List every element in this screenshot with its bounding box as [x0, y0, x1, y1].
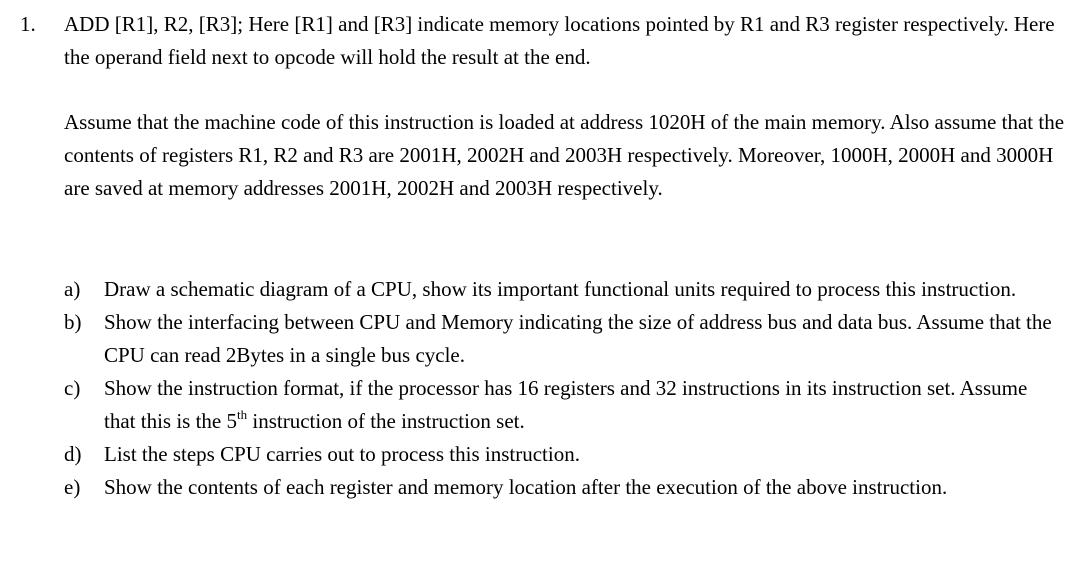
- sub-question-text: List the steps CPU carries out to proces…: [104, 442, 580, 466]
- sub-question-label: b): [64, 310, 82, 334]
- sub-question-b: b) Show the interfacing between CPU and …: [64, 306, 1064, 372]
- sub-question-text: Show the interfacing between CPU and Mem…: [104, 310, 1052, 367]
- sub-question-d: d) List the steps CPU carries out to pro…: [64, 438, 1064, 471]
- sub-question-c: c) Show the instruction format, if the p…: [64, 372, 1064, 438]
- sub-question-text: Show the contents of each register and m…: [104, 475, 948, 499]
- question-assumptions: Assume that the machine code of this ins…: [64, 110, 1065, 200]
- sub-question-label: d): [64, 442, 82, 466]
- sub-question-label: c): [64, 376, 81, 400]
- sub-question-text: Draw a schematic diagram of a CPU, show …: [104, 277, 1017, 301]
- sub-question-text-after: instruction of the instruction set.: [247, 409, 525, 433]
- sub-question-label: e): [64, 475, 81, 499]
- sub-question-label: a): [64, 277, 81, 301]
- sub-question-a: a) Draw a schematic diagram of a CPU, sh…: [64, 273, 1064, 306]
- question-body: ADD [R1], R2, [R3]; Here [R1] and [R3] i…: [64, 8, 1064, 205]
- question-number: 1.: [20, 12, 36, 36]
- ordinal-superscript: th: [237, 407, 248, 422]
- sub-question-list: a) Draw a schematic diagram of a CPU, sh…: [64, 273, 1064, 504]
- sub-question-text: Show the instruction format, if the proc…: [104, 372, 1064, 438]
- sub-question-text-before: Show the instruction format, if the proc…: [104, 376, 1028, 433]
- sub-question-e: e) Show the contents of each register an…: [64, 471, 1064, 504]
- question-statement: ADD [R1], R2, [R3]; Here [R1] and [R3] i…: [64, 12, 1055, 69]
